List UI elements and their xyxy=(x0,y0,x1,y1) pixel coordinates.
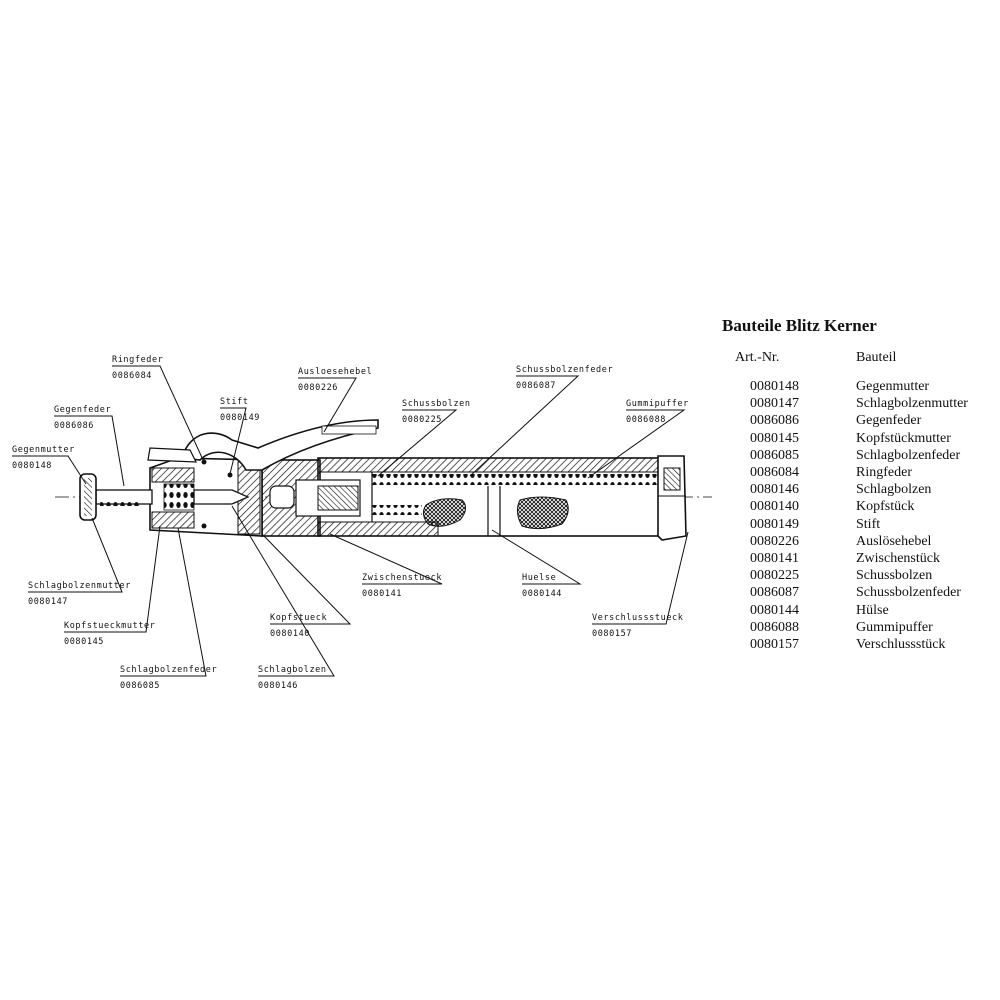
part-name: Zwischenstück xyxy=(856,551,940,567)
table-header: Art.-Nr. Bauteil xyxy=(722,350,992,366)
art-number: 0086085 xyxy=(750,447,799,463)
callout-gegenmutter-name: Gegenmutter xyxy=(12,445,75,455)
part-name: Hülse xyxy=(856,602,889,618)
part-name: Schlagbolzenmutter xyxy=(856,396,968,412)
callout-schlagbolzenmutter-num: 0080147 xyxy=(28,597,68,607)
callout-gegenfeder-num: 0086086 xyxy=(54,421,94,431)
window-blob-2 xyxy=(516,496,569,530)
table-row: 0080146 Schlagbolzen xyxy=(722,481,992,498)
callout-verschlussstueck-name: Verschlussstueck xyxy=(592,613,683,623)
part-name: Gummipuffer xyxy=(856,619,933,635)
callout-schussbolzen-name: Schussbolzen xyxy=(402,399,471,409)
col-part-header: Bauteil xyxy=(856,350,897,365)
table-row: 0086086 Gegenfeder xyxy=(722,412,992,429)
callout-ringfeder-num: 0086084 xyxy=(112,371,152,381)
part-name: Auslösehebel xyxy=(856,533,932,549)
parts-table: Bauteile Blitz Kerner Art.-Nr. Bauteil 0… xyxy=(722,316,992,653)
part-name: Gegenfeder xyxy=(856,413,922,429)
art-number: 0080140 xyxy=(750,499,799,515)
art-number: 0080144 xyxy=(750,602,799,618)
table-row: 0086085 Schlagbolzenfeder xyxy=(722,447,992,464)
table-row: 0080149 Stift xyxy=(722,516,992,533)
art-number: 0080148 xyxy=(750,379,799,394)
table-row: 0086084 Ringfeder xyxy=(722,464,992,481)
callout-schlagbolzenfeder-num: 0086085 xyxy=(120,681,160,691)
callout-gummipuffer-num: 0086088 xyxy=(626,415,666,425)
part-name: Schlagbolzenfeder xyxy=(856,447,961,463)
art-number: 0080147 xyxy=(750,396,799,412)
callout-kopfstueck-num: 0080140 xyxy=(270,629,310,639)
art-number: 0086084 xyxy=(750,465,799,481)
col-art-header: Art.-Nr. xyxy=(735,350,780,365)
table-row: 0080140 Kopfstück xyxy=(722,498,992,515)
part-name: Schussbolzen xyxy=(856,568,933,584)
callout-schussbolzenfeder-name: Schussbolzenfeder xyxy=(516,365,613,375)
callout-zwischenstueck-num: 0080141 xyxy=(362,589,402,599)
callout-zwischenstueck-name: Zwischenstueck xyxy=(362,573,442,583)
part-name: Schlagbolzen xyxy=(856,482,932,498)
part-name: Kopfstückmutter xyxy=(856,430,951,446)
callout-gegenfeder-name: Gegenfeder xyxy=(54,405,111,415)
table-row: 0080225 Schussbolzen xyxy=(722,567,992,584)
callout-gummipuffer-name: Gummipuffer xyxy=(626,399,689,409)
callout-stift-num: 0080149 xyxy=(220,413,260,423)
table-row: 0080147 Schlagbolzenmutter xyxy=(722,395,992,412)
part-name: Gegenmutter xyxy=(856,379,930,394)
callout-huelse-num: 0080144 xyxy=(522,589,562,599)
art-number: 0086088 xyxy=(750,619,799,635)
callout-schlagbolzenfeder-name: Schlagbolzenfeder xyxy=(120,665,217,675)
callout-huelse-name: Huelse xyxy=(522,573,556,583)
table-row: 0086087 Schussbolzenfeder xyxy=(722,584,992,601)
callout-kopfstueckmutter-name: Kopfstueckmutter xyxy=(64,621,155,631)
art-number: 0080141 xyxy=(750,551,799,567)
table-row: 0080141 Zwischenstück xyxy=(722,550,992,567)
art-number: 0086087 xyxy=(750,585,799,601)
part-name: Verschlussstück xyxy=(856,637,946,653)
art-number: 0080145 xyxy=(750,430,799,446)
table-row: 0086088 Gummipuffer xyxy=(722,619,992,636)
table-row: 0080148 Gegenmutter xyxy=(722,378,992,395)
callout-schlagbolzenmutter-name: Schlagbolzenmutter xyxy=(28,581,131,591)
callout-kopfstueck-name: Kopfstueck xyxy=(270,613,327,623)
art-number: 0080149 xyxy=(750,516,799,532)
art-number: 0080225 xyxy=(750,568,799,584)
callout-schlagbolzen-name: Schlagbolzen xyxy=(258,665,327,675)
window-blob-1 xyxy=(422,498,466,527)
callout-schussbolzen-num: 0080225 xyxy=(402,415,442,425)
part-name: Kopfstück xyxy=(856,499,915,515)
callout-schlagbolzen-num: 0080146 xyxy=(258,681,298,691)
callout-ringfeder-name: Ringfeder xyxy=(112,355,163,365)
callout-labels: Ringfeder 0086084 Ausloesehebel 0080226 … xyxy=(12,355,689,691)
callout-kopfstueckmutter-num: 0080145 xyxy=(64,637,104,647)
callout-ausloesehebel-num: 0080226 xyxy=(298,383,338,393)
schussbolzenfeder-spring xyxy=(372,474,662,485)
part-name: Ringfeder xyxy=(856,465,912,481)
part-name: Stift xyxy=(856,516,881,532)
art-number: 0080146 xyxy=(750,482,799,498)
art-number: 0080157 xyxy=(750,637,799,653)
art-number: 0080226 xyxy=(750,533,799,549)
table-row: 0080145 Kopfstückmutter xyxy=(722,430,992,447)
tool-body xyxy=(79,419,687,541)
table-row: 0080144 Hülse xyxy=(722,602,992,619)
table-row: 0080226 Auslösehebel xyxy=(722,533,992,550)
technical-drawing: Ringfeder 0086084 Ausloesehebel 0080226 … xyxy=(12,355,712,691)
table-row: 0080157 Verschlussstück xyxy=(722,636,992,653)
callout-stift-name: Stift xyxy=(220,397,249,407)
callout-gegenmutter-num: 0080148 xyxy=(12,461,52,471)
leader-lines xyxy=(12,365,689,677)
ringfeder xyxy=(147,447,197,463)
callout-verschlussstueck-num: 0080157 xyxy=(592,629,632,639)
table-body: 0080148 Gegenmutter 0080147 Schlagbolzenmu… xyxy=(722,378,992,653)
callout-schussbolzenfeder-num: 0086087 xyxy=(516,381,556,391)
part-name: Schussbolzenfeder xyxy=(856,585,961,601)
table-title: Bauteile Blitz Kerner xyxy=(722,316,877,335)
art-number: 0086086 xyxy=(750,413,799,429)
callout-ausloesehebel-name: Ausloesehebel xyxy=(298,367,372,377)
